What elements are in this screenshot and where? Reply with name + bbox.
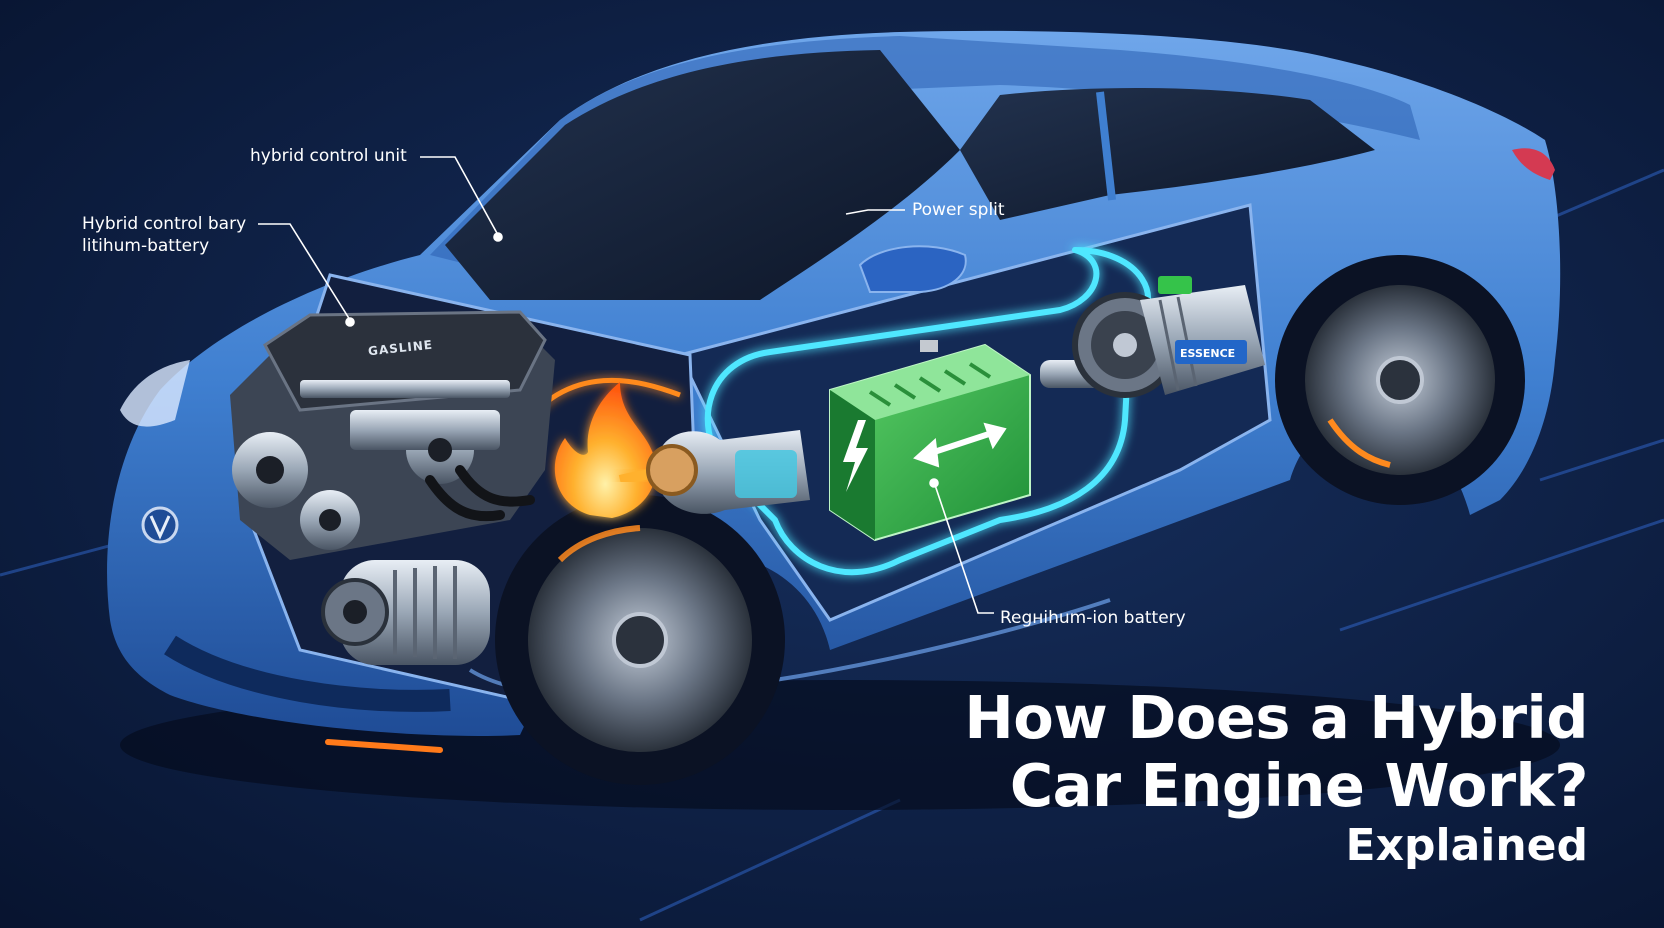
battery-pack (829, 340, 1031, 542)
side-windows (960, 87, 1375, 220)
electric-motor-front (646, 430, 810, 514)
front-bumper (164, 635, 451, 712)
headline-line-3: Explained (1345, 820, 1588, 871)
callout-hybrid-control-unit: hybrid control unit (250, 146, 407, 166)
headline-line-1: How Does a Hybrid (964, 683, 1588, 752)
windshield (445, 50, 960, 300)
gasoline-engine (230, 310, 555, 560)
motor-indicator (1158, 276, 1192, 294)
tail-light (1512, 148, 1555, 180)
motor-plate-badge: ESSENCE (1180, 347, 1236, 360)
callout-battery: Regнihum-ion battery (1000, 608, 1186, 628)
power-circuit (704, 247, 1151, 576)
headline-line-2: Car Engine Work? (1009, 751, 1589, 820)
b-pillar (1096, 91, 1116, 201)
rear-wheel (1275, 255, 1525, 505)
flame-icon (554, 382, 656, 518)
headlight (120, 360, 190, 427)
bidirectional-arrow-icon (913, 422, 1007, 468)
side-mirror (858, 245, 967, 293)
callout-hybrid-control-bary: Hybrid control bary (82, 214, 247, 234)
lightning-bolt-icon (843, 420, 868, 492)
marker-light (325, 739, 443, 753)
generator-motor (321, 560, 490, 665)
car-logo-icon (141, 506, 179, 544)
headline: How Does a Hybrid Car Engine Work? Expla… (964, 684, 1588, 872)
front-wheel (495, 495, 785, 785)
callout-power-split: Power split (912, 200, 1005, 220)
traction-motor (1040, 276, 1265, 398)
exhaust-manifold (425, 465, 535, 522)
callout-leaders (258, 156, 994, 614)
motor-plate (1175, 340, 1247, 364)
callout-lithium-battery: litihum-battery (82, 236, 210, 256)
